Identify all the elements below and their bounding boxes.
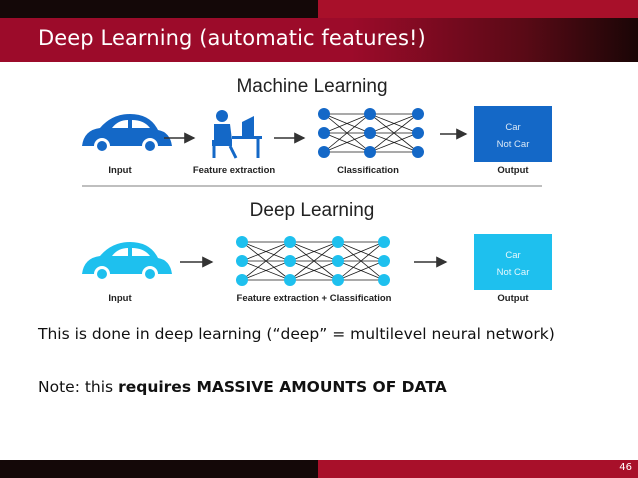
feature-extraction-person-icon [212, 110, 262, 159]
dl-output-label: Output [497, 293, 529, 304]
ml-classification-label: Classification [337, 165, 399, 176]
body-line-1: This is done in deep learning (“deep” = … [38, 325, 555, 343]
dl-heading: Deep Learning [250, 200, 375, 221]
ml-vs-dl-diagram: Machine Learning Input Feature extractio… [0, 66, 638, 316]
bottom-bar-red [318, 460, 638, 478]
ml-input-label: Input [108, 165, 132, 176]
ml-car-icon [82, 114, 172, 154]
body-line-2-emphasis: requires MASSIVE AMOUNTS OF DATA [118, 378, 447, 396]
top-bar-dark [0, 0, 318, 18]
dl-car-icon [82, 242, 172, 282]
top-bar-red [318, 0, 638, 18]
dl-input-label: Input [108, 293, 132, 304]
slide-title: Deep Learning (automatic features!) [38, 26, 426, 50]
dl-output-box [474, 234, 552, 290]
page-number: 46 [619, 462, 632, 473]
ml-output-label: Output [497, 165, 529, 176]
ml-output-car: Car [505, 122, 520, 133]
ml-output-box [474, 106, 552, 162]
dl-feature-classification-label: Feature extraction + Classification [237, 293, 392, 304]
dl-output-not-car: Not Car [497, 267, 530, 278]
body-line-2: Note: this requires MASSIVE AMOUNTS OF D… [38, 378, 447, 396]
bottom-bar-dark [0, 460, 318, 478]
dl-output-car: Car [505, 250, 520, 261]
ml-heading: Machine Learning [236, 76, 387, 97]
title-bar [0, 18, 638, 62]
ml-feature-extraction-label: Feature extraction [193, 165, 276, 176]
ml-neural-network-icon [318, 108, 424, 158]
body-line-2-prefix: Note: this [38, 378, 119, 396]
dl-neural-network-icon [236, 236, 390, 286]
ml-output-not-car: Not Car [497, 139, 530, 150]
